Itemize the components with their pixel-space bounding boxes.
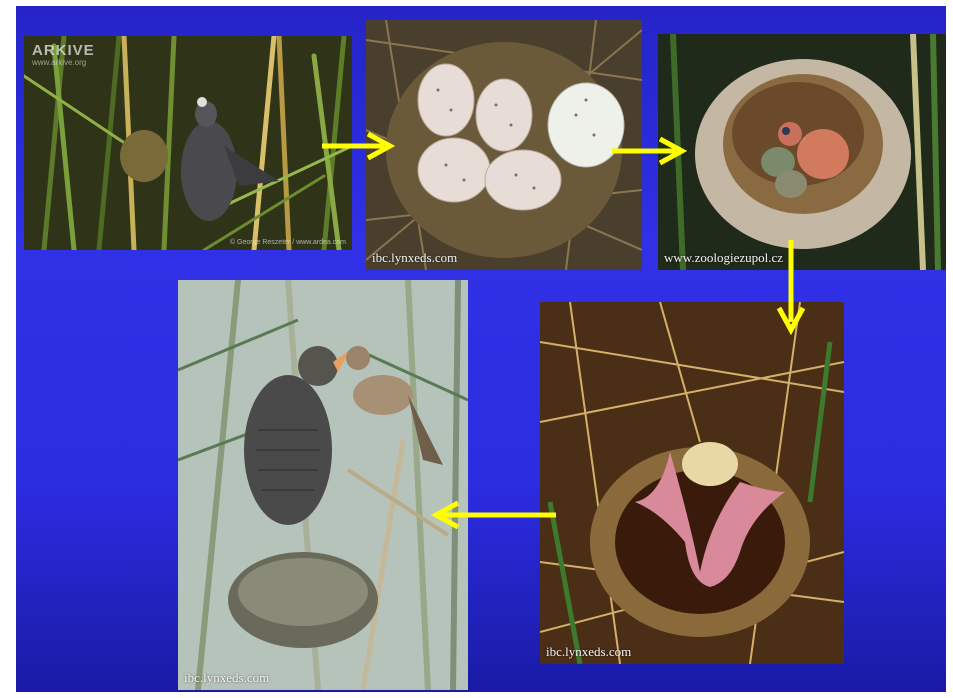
photo-eggs-in-nest: ibc.lynxeds.com (366, 20, 642, 270)
chick-eggs-photo-credit: www.zoologiezupol.cz (664, 250, 783, 266)
cuckoo-at-nest-image (24, 36, 352, 250)
photo-host-feeding-cuckoo: ibc.lynxeds.com (178, 280, 468, 690)
photo-cuckoo-at-nest: ARKIVE www.arkive.org © George Reszeter … (24, 36, 352, 250)
arrow-1-to-2 (320, 131, 400, 161)
slide-background: ARKIVE www.arkive.org © George Reszeter … (16, 6, 946, 692)
eggs-photo-credit: ibc.lynxeds.com (372, 250, 457, 266)
arkive-url: www.arkive.org (32, 58, 86, 67)
arkive-logo: ARKIVE (32, 42, 95, 59)
arrow-4-to-5 (428, 500, 558, 530)
host-feeding-photo-credit: ibc.lynxeds.com (184, 670, 269, 686)
photo-chick-pushing-egg: ibc.lynxeds.com (540, 302, 844, 664)
eggs-in-nest-image (366, 20, 642, 270)
chick-pushing-egg-image (540, 302, 844, 664)
photographer-credit: © George Reszeter / www.ardea.com (230, 239, 346, 246)
chick-with-eggs-image (658, 34, 946, 270)
arrow-2-to-3 (610, 136, 692, 166)
arrow-3-to-4 (776, 238, 806, 338)
photo-chick-with-eggs: www.zoologiezupol.cz (658, 34, 946, 270)
chick-pushing-photo-credit: ibc.lynxeds.com (546, 644, 631, 660)
host-feeding-cuckoo-image (178, 280, 468, 690)
